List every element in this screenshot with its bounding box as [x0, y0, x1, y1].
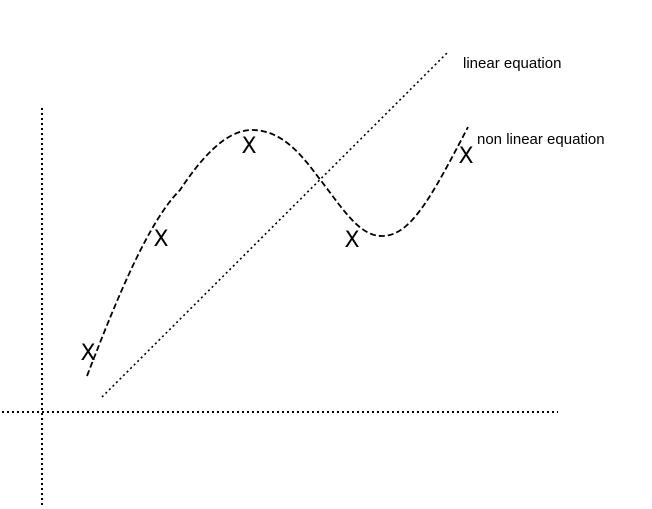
linear-equation-line — [101, 51, 449, 398]
linear-equation-label: linear equation — [463, 55, 561, 72]
data-point-marker-4: X — [344, 228, 359, 253]
data-point-marker-1: X — [80, 341, 95, 366]
nonlinear-equation-curve — [86, 126, 469, 377]
data-point-marker-3: X — [241, 134, 256, 159]
nonlinear-equation-label: non linear equation — [477, 131, 605, 148]
data-point-marker-2: X — [153, 227, 168, 252]
data-point-marker-5: X — [458, 144, 473, 169]
